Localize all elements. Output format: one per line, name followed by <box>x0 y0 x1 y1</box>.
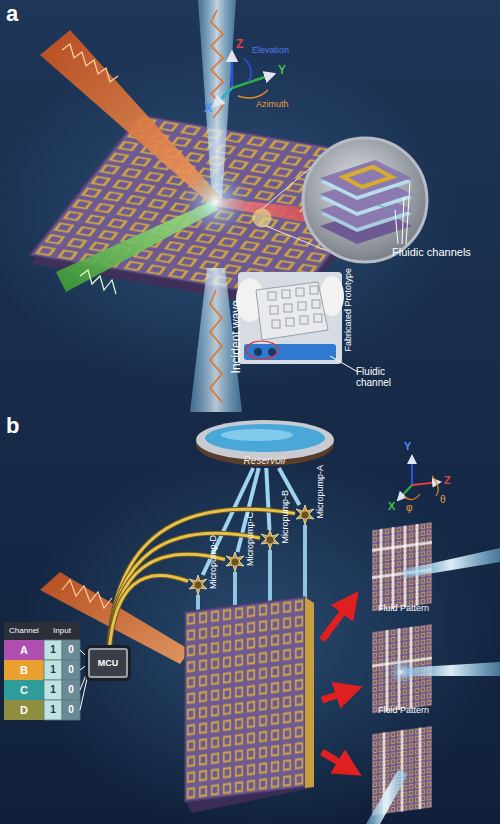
pattern-label: Fluid Pattern <box>378 604 429 614</box>
table-cell: D <box>4 704 44 716</box>
table-header: Channel <box>4 627 44 636</box>
axis-label: Elevation <box>252 46 289 56</box>
pump-icon <box>295 505 315 525</box>
pump-label: Micropump-D <box>208 535 218 589</box>
table-cell: 1 <box>44 664 62 675</box>
pump-label: Micropump-A <box>315 465 325 519</box>
table-cell: 0 <box>62 704 80 715</box>
axis-label: Z <box>236 38 243 51</box>
table-cell: 1 <box>44 704 62 715</box>
micropump: Micropump-B <box>260 530 280 550</box>
axis-label: Azimuth <box>256 100 289 110</box>
mcu-chip: MCU <box>88 648 128 678</box>
table-cell: 0 <box>62 664 80 675</box>
panel-letter: b <box>6 414 19 438</box>
micropump: Micropump-A <box>295 505 315 525</box>
connector <box>109 509 295 648</box>
table-cell: A <box>4 644 44 656</box>
micropump: Micropump-C <box>225 552 245 572</box>
table-cell: 0 <box>62 684 80 695</box>
table-cell: 1 <box>44 644 62 655</box>
connector <box>109 575 188 648</box>
axis-label: X <box>388 500 395 512</box>
connector <box>266 468 269 530</box>
pattern-label: Fluid Pattern <box>378 706 429 716</box>
pump-icon <box>225 552 245 572</box>
pump-icon <box>188 575 208 595</box>
pump-label: Micropump-C <box>245 512 255 566</box>
table-cell: C <box>4 684 44 696</box>
table-cell: 1 <box>44 684 62 695</box>
table-cell: B <box>4 664 44 676</box>
axis-label: Y <box>404 440 411 452</box>
node-label: Reservoir <box>195 455 335 466</box>
table-header: Input <box>44 627 80 636</box>
beam-label: Incident wave <box>230 300 243 373</box>
connector <box>109 554 225 648</box>
panel-letter: a <box>6 2 18 26</box>
axis-label: Y <box>278 64 286 77</box>
micropump: Micropump-D <box>188 575 208 595</box>
pump-icon <box>260 530 280 550</box>
pump-label: Micropump-B <box>280 490 290 544</box>
axis-label: Z <box>444 474 451 486</box>
chip-label: MCU <box>90 658 126 668</box>
connector <box>109 533 260 648</box>
callout-label: Fluidic channel <box>356 366 406 388</box>
axis-label: X <box>204 102 212 115</box>
table-cell: 0 <box>62 644 80 655</box>
reservoir: Reservoir <box>195 418 335 468</box>
photo-label: Fabricated Prototype <box>344 268 354 352</box>
callout-label: Fluidic channels <box>392 246 471 258</box>
axis-label: θ <box>440 494 446 505</box>
axis-label: φ <box>406 502 412 513</box>
